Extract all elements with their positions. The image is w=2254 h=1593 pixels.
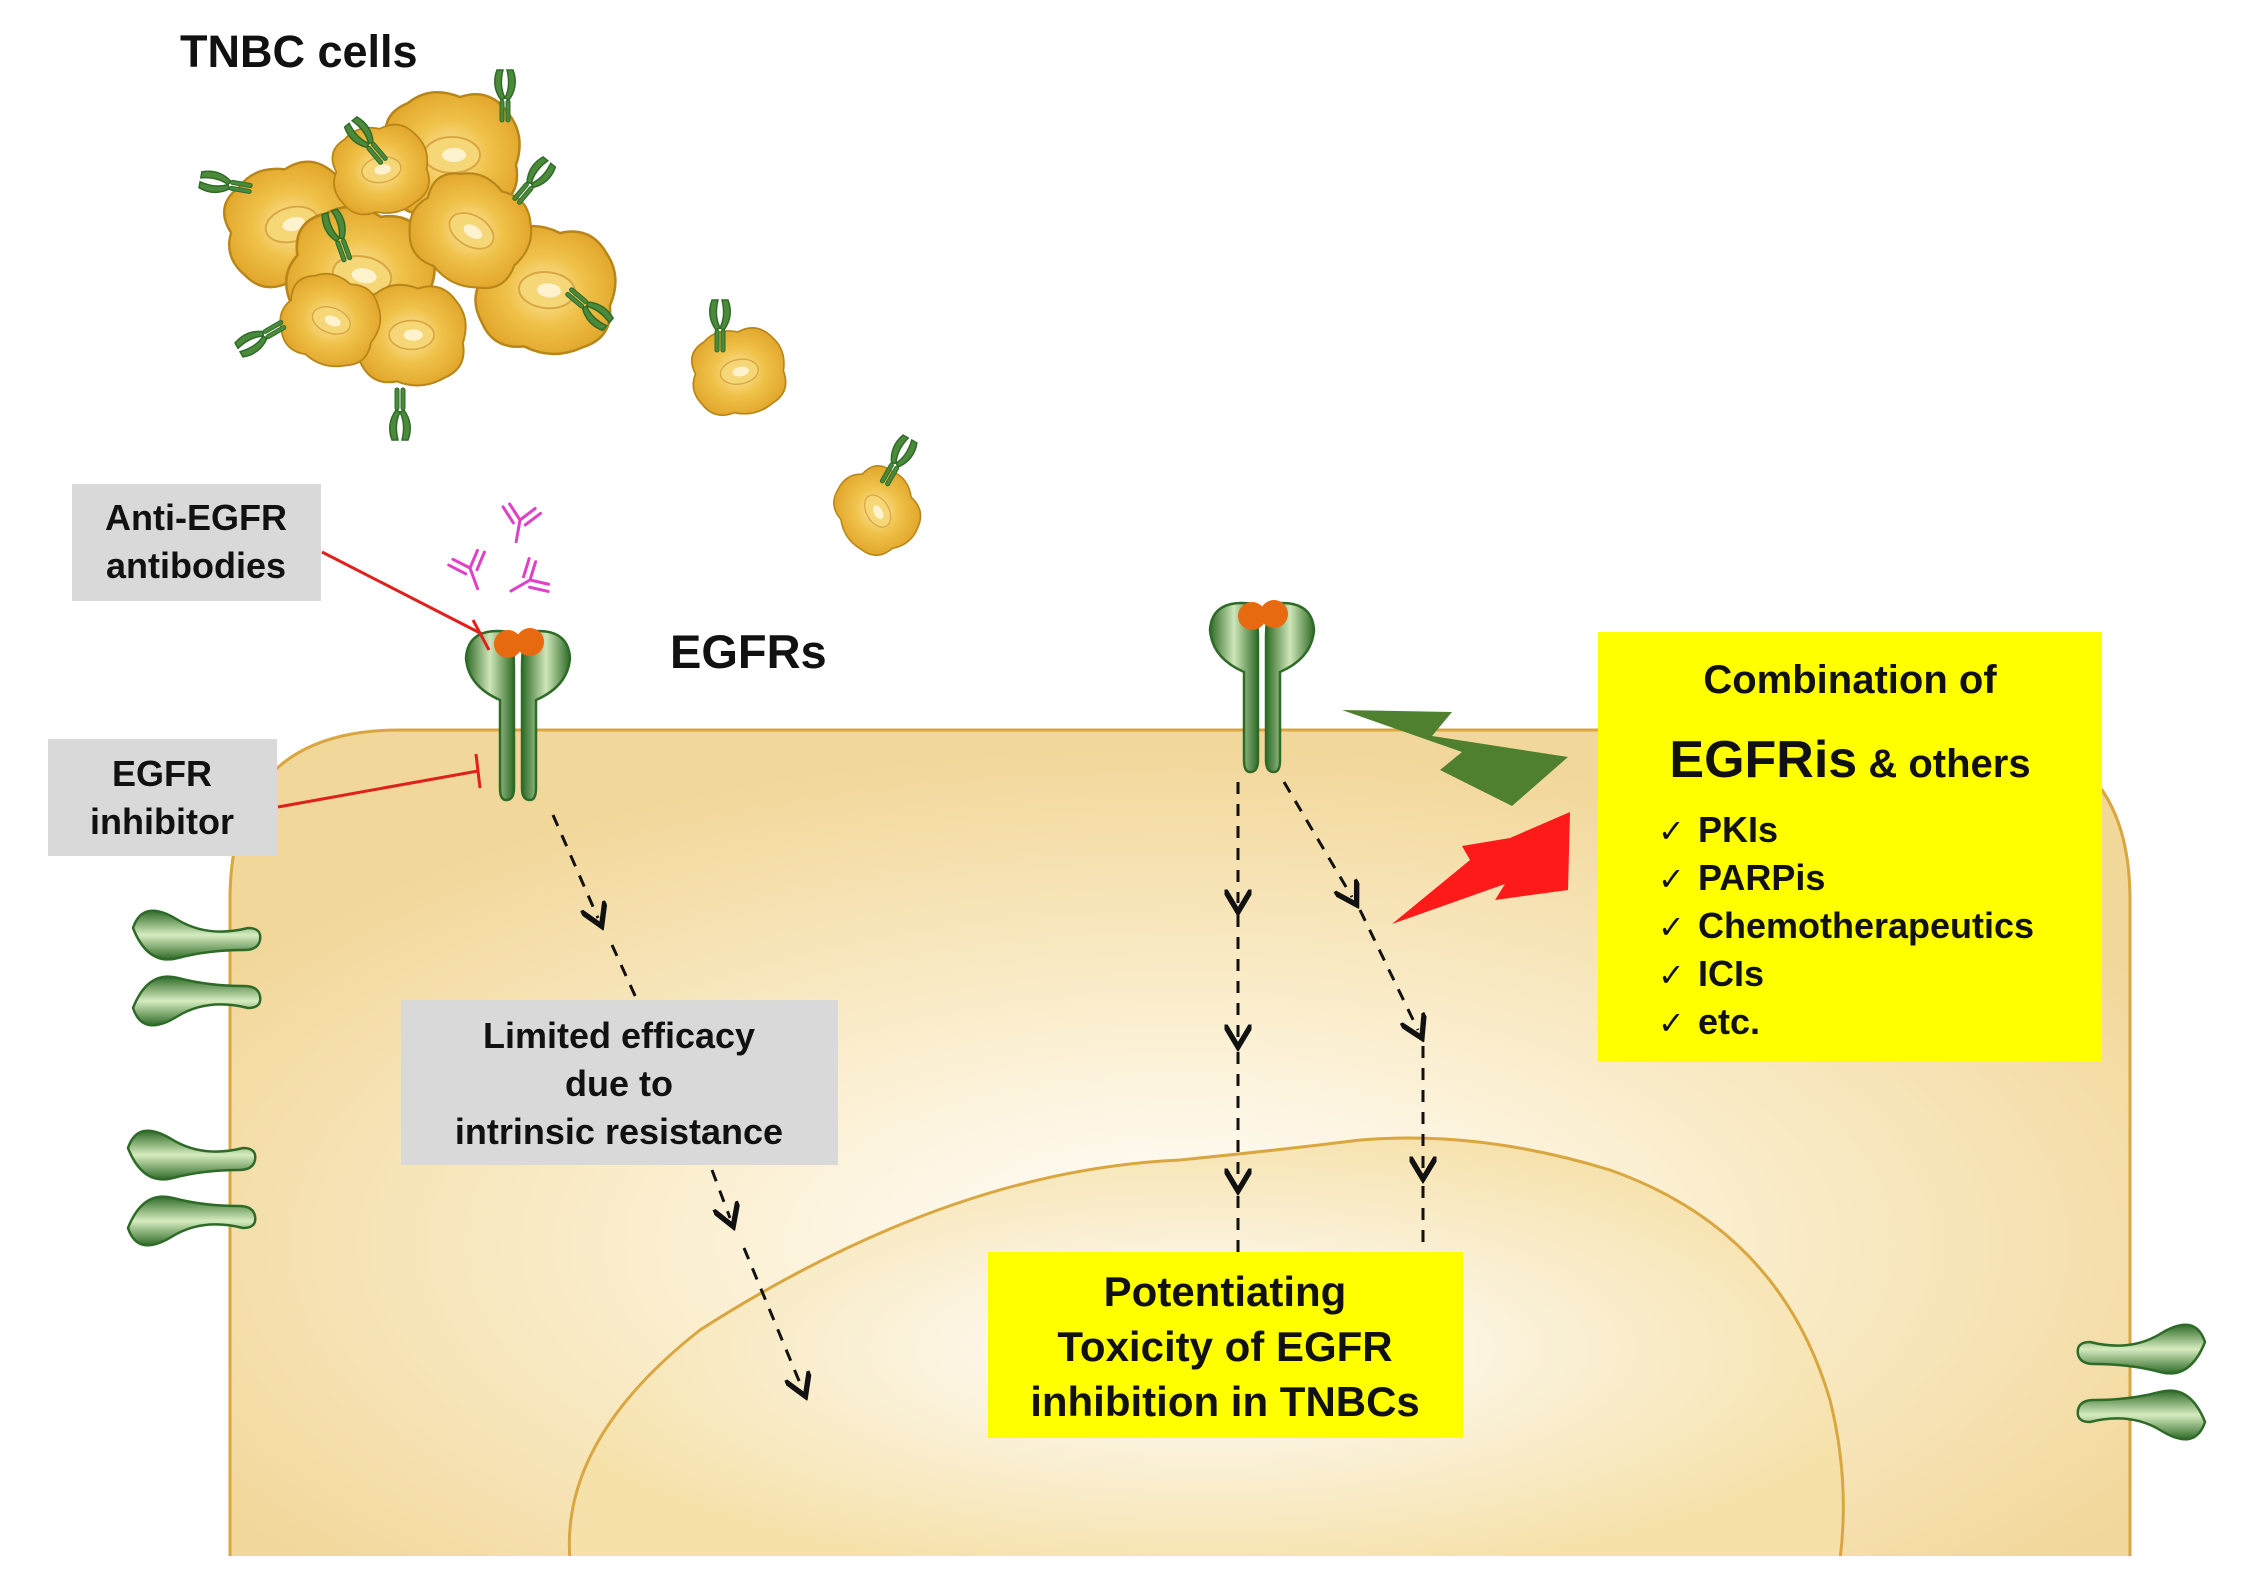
ligand-icon xyxy=(1260,600,1288,628)
tnbc-cell xyxy=(690,327,787,416)
egfr-receptor-icon xyxy=(464,628,572,802)
combination-list: ✓ PKIs ✓ PARPis ✓ Chemotherapeutics ✓ ICIs ✓ etc. xyxy=(1658,809,2034,1042)
combination-item: PARPis xyxy=(1698,857,1825,898)
potentiating-line1: Potentiating xyxy=(1104,1268,1347,1315)
others-text: & others xyxy=(1857,742,2030,786)
combination-item: ICIs xyxy=(1698,953,1764,994)
combination-main: EGFRis & others xyxy=(1669,731,2030,789)
title: TNBC cells xyxy=(180,26,418,77)
anti-egfr-line1: Anti-EGFR xyxy=(105,497,287,538)
small-receptor-icon xyxy=(512,155,557,205)
tnbc-cell xyxy=(354,283,467,387)
combination-item: etc. xyxy=(1698,1001,1760,1042)
small-receptor-icon xyxy=(565,287,615,332)
limited-line1: Limited efficacy xyxy=(483,1015,755,1056)
combination-item: PKIs xyxy=(1698,809,1778,850)
egfr-receptors xyxy=(464,600,1316,802)
green-lightning-bolt xyxy=(1342,710,1568,806)
egfr-inhibitor-line1: EGFR xyxy=(112,753,212,794)
egfr-inhibitor-box xyxy=(48,739,277,856)
check-mark-icon: ✓ xyxy=(1658,1004,1685,1042)
combination-item: Chemotherapeutics xyxy=(1698,905,2034,946)
small-receptor-icon xyxy=(321,208,353,263)
side-receptors xyxy=(126,909,2207,1441)
signal-arrows xyxy=(551,781,1423,1388)
red-lightning-bolt xyxy=(1392,812,1570,924)
small-receptor-icon xyxy=(198,170,253,194)
small-receptor-icon xyxy=(494,69,516,123)
egfr-inhibitor-line2: inhibitor xyxy=(90,801,234,842)
tnbc-cell xyxy=(279,272,382,368)
tnbc-cell xyxy=(331,123,430,216)
limited-efficacy-box xyxy=(401,1000,838,1165)
inhibition-lines xyxy=(277,550,491,809)
anti-egfr-antibodies-box xyxy=(72,484,321,601)
egfris-text: EGFRis xyxy=(1669,731,1857,789)
check-mark-icon: ✓ xyxy=(1658,812,1685,850)
potentiating-line3: inhibition in TNBCs xyxy=(1030,1378,1420,1425)
ligand-icon xyxy=(494,630,522,658)
potentiating-toxicity-box xyxy=(988,1252,1463,1438)
membrane-receptor-icon xyxy=(131,909,262,1027)
tnbc-cell xyxy=(833,465,922,557)
small-receptor-icon xyxy=(879,434,918,487)
small-receptor-icon xyxy=(234,319,287,358)
ligand-icon xyxy=(1238,602,1266,630)
tnbc-cell xyxy=(408,172,533,290)
small-receptor-icon xyxy=(343,115,388,165)
small-receptor-icon xyxy=(709,299,731,353)
limited-line2: due to xyxy=(565,1063,673,1104)
limited-line3: intrinsic resistance xyxy=(455,1111,783,1152)
tnbc-cell-cluster xyxy=(198,69,922,557)
small-receptor-icon xyxy=(389,387,411,441)
combination-box xyxy=(1598,632,2102,1062)
anti-egfr-line2: antibodies xyxy=(106,545,286,586)
anti-egfr-antibody-icons xyxy=(447,502,551,593)
check-mark-icon: ✓ xyxy=(1658,956,1685,994)
membrane-receptor-icon xyxy=(126,1129,257,1247)
potentiating-line2: Toxicity of EGFR xyxy=(1057,1323,1392,1370)
check-mark-icon: ✓ xyxy=(1658,908,1685,946)
check-mark-icon: ✓ xyxy=(1658,860,1685,898)
egfr-receptor-icon xyxy=(1208,600,1316,774)
egfrs-label: EGFRs xyxy=(670,625,827,678)
membrane-receptor-icon xyxy=(2076,1323,2207,1441)
ligand-icon xyxy=(516,628,544,656)
combination-heading: Combination of xyxy=(1703,658,1997,702)
